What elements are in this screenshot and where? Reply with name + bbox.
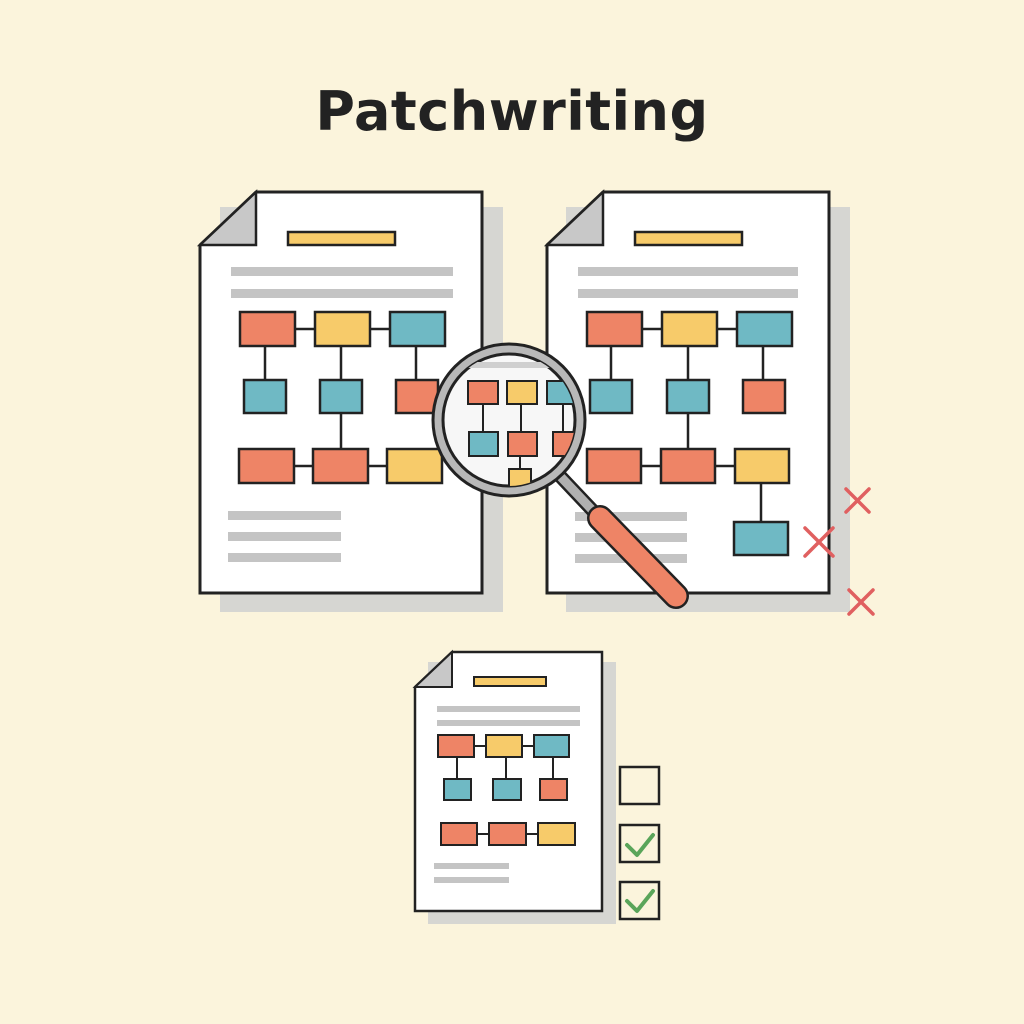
checkbox-empty[interactable] — [618, 765, 661, 806]
cross-icon — [844, 487, 871, 514]
flow-box — [492, 778, 522, 801]
checkbox-checked[interactable] — [618, 880, 661, 921]
text-line — [434, 863, 509, 869]
text-line — [228, 553, 341, 562]
flow-box — [313, 310, 372, 348]
flow-box — [488, 822, 527, 846]
flow-box — [660, 310, 719, 348]
heading-bar — [633, 230, 744, 247]
flow-box — [585, 447, 643, 485]
flow-box — [537, 822, 576, 846]
flow-box — [443, 778, 472, 801]
text-line — [575, 512, 687, 521]
heading-bar — [473, 676, 547, 687]
flow-box — [388, 310, 447, 348]
flow-box — [242, 378, 288, 415]
text-line — [228, 532, 341, 541]
flow-box — [732, 520, 790, 557]
page-title: Patchwriting — [315, 80, 709, 143]
flow-box — [394, 378, 440, 415]
flow-box — [533, 734, 570, 758]
checklist — [618, 765, 661, 921]
flow-box — [585, 310, 644, 348]
flow-box — [238, 310, 297, 348]
text-line — [434, 877, 509, 883]
folded-corner-icon — [196, 189, 258, 247]
checkmark-icon — [625, 833, 655, 857]
flow-box — [659, 447, 717, 485]
folded-corner-icon — [543, 189, 605, 247]
flow-box — [237, 447, 296, 485]
flow-box — [318, 378, 364, 415]
cross-marks — [803, 487, 875, 616]
flow-box — [733, 447, 791, 485]
text-line — [228, 511, 341, 520]
text-line — [437, 720, 580, 726]
flow-box — [485, 734, 523, 758]
cross-icon — [847, 588, 875, 616]
text-line — [231, 267, 453, 276]
text-line — [578, 267, 798, 276]
checkbox-checked[interactable] — [618, 823, 661, 864]
revised-document — [412, 649, 616, 924]
magnifying-glass-icon — [431, 342, 689, 609]
patchwritten-document — [543, 189, 850, 612]
flow-box — [440, 822, 478, 846]
flow-box — [735, 310, 794, 348]
flow-box — [588, 378, 634, 415]
flow-box — [665, 378, 711, 415]
text-line — [578, 289, 798, 298]
checkmark-icon — [625, 889, 655, 913]
cross-icon — [803, 526, 835, 558]
flow-box — [539, 778, 568, 801]
heading-bar — [286, 230, 397, 247]
flow-box — [385, 447, 444, 485]
flow-box — [741, 378, 787, 415]
text-line — [231, 289, 453, 298]
text-line — [437, 706, 580, 712]
flow-box — [311, 447, 370, 485]
folded-corner-icon — [412, 649, 453, 688]
flow-box — [437, 734, 475, 758]
